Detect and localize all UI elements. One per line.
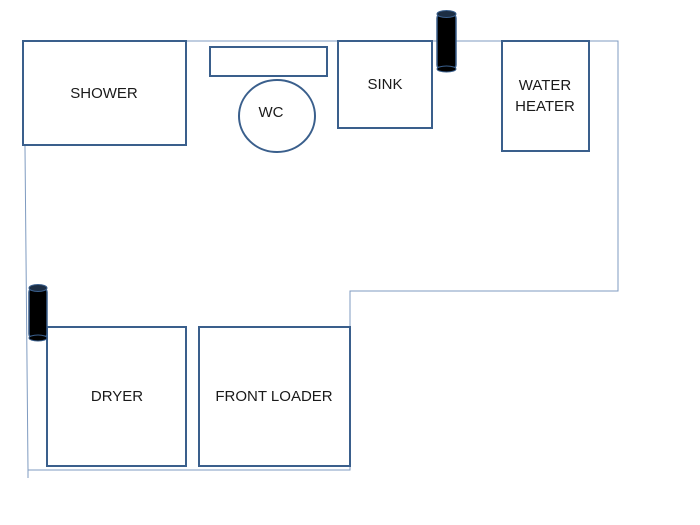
front-loader-fixture: FRONT LOADER	[198, 326, 351, 467]
sink-fixture: SINK	[337, 40, 433, 129]
shower-label: SHOWER	[70, 85, 138, 102]
water-heater-fixture: WATER HEATER	[501, 40, 590, 152]
water-heater-label-line2: HEATER	[515, 98, 575, 115]
water-heater-label-line1: WATER	[519, 77, 572, 94]
sink-label: SINK	[367, 76, 402, 93]
shower-fixture: SHOWER	[22, 40, 187, 146]
vent-post-left	[28, 284, 48, 342]
toilet-tank	[209, 46, 328, 77]
front-loader-label: FRONT LOADER	[215, 388, 332, 405]
wc-label: WC	[259, 104, 284, 121]
wc-fixture: WC	[238, 79, 316, 153]
vent-post-top	[436, 10, 457, 73]
dryer-label: DRYER	[91, 388, 143, 405]
dryer-fixture: DRYER	[46, 326, 187, 467]
